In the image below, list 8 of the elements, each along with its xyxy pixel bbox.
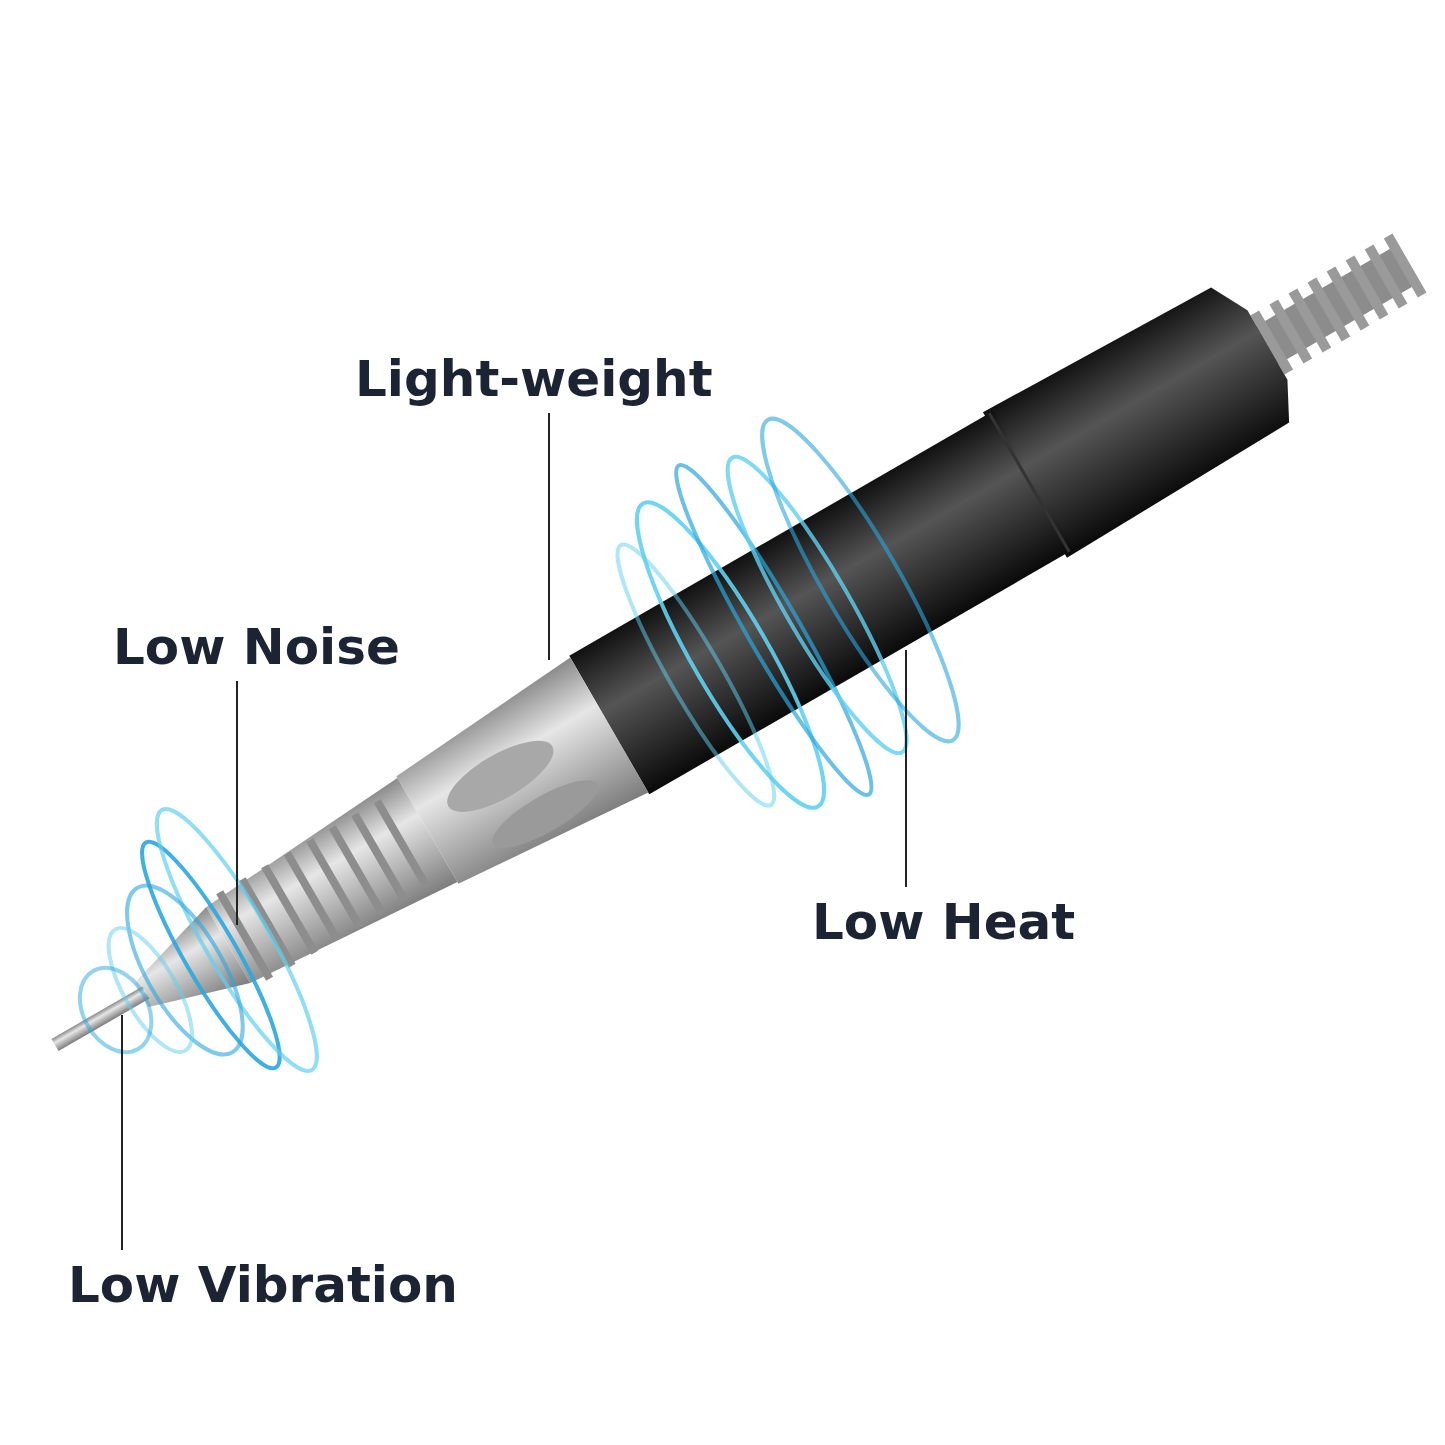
leader-line bbox=[121, 1014, 123, 1251]
feature-label: Low Vibration bbox=[68, 1258, 458, 1313]
feature-label: Light-weight bbox=[355, 352, 713, 407]
leader-line bbox=[236, 680, 238, 926]
leader-line bbox=[548, 412, 550, 661]
feature-label: Low Heat bbox=[812, 895, 1076, 950]
leader-line bbox=[905, 649, 907, 888]
feature-label: Low Noise bbox=[113, 620, 400, 675]
